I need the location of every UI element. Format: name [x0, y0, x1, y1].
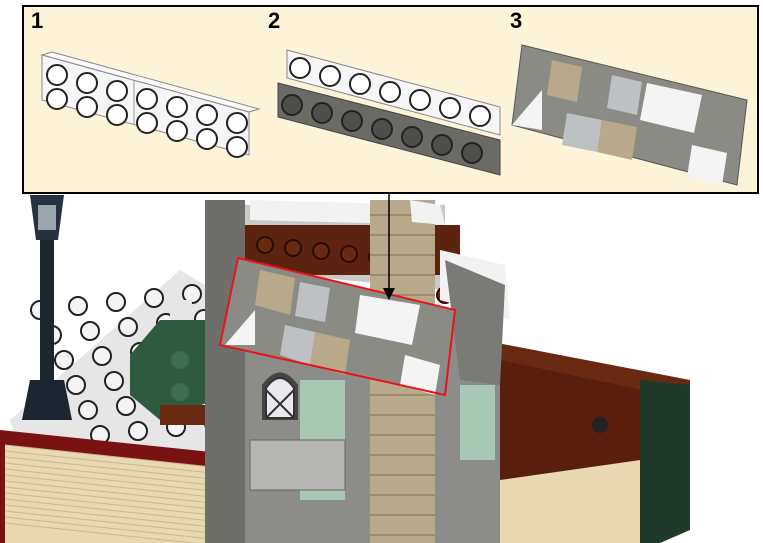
roof-right: [445, 260, 505, 385]
stud: [128, 421, 148, 441]
arched-window: [262, 372, 298, 420]
stud: [312, 242, 330, 260]
callout-sub-steps: [40, 44, 748, 186]
stud: [76, 96, 98, 118]
stud: [46, 88, 68, 110]
stud: [136, 112, 158, 134]
stud: [196, 128, 218, 150]
step2-plates: [277, 49, 501, 176]
stud: [469, 105, 491, 127]
stud: [319, 65, 341, 87]
stud: [281, 94, 303, 116]
lamp-post: [22, 195, 72, 420]
stud: [256, 236, 274, 254]
step-number-2: 2: [268, 8, 281, 33]
stud: [289, 57, 311, 79]
green-figure: [130, 300, 215, 425]
highlight-outline: [218, 256, 457, 397]
step-number-1: 1: [31, 8, 44, 33]
stud: [76, 72, 98, 94]
stud: [284, 239, 302, 257]
building-left-wall: [205, 200, 245, 543]
step3-roof-tiles: [511, 44, 748, 186]
stud: [311, 102, 333, 124]
stud: [166, 96, 188, 118]
stud: [54, 350, 74, 370]
stud: [371, 118, 393, 140]
stud: [92, 346, 112, 366]
stud: [431, 134, 453, 156]
stud: [226, 136, 248, 158]
stud: [106, 80, 128, 102]
stud: [166, 120, 188, 142]
stud: [136, 88, 158, 110]
step-number-3: 3: [510, 8, 523, 33]
stud: [116, 396, 136, 416]
stud: [78, 400, 98, 420]
green-edge: [640, 380, 690, 543]
stud: [66, 375, 86, 395]
stud: [118, 317, 138, 337]
stud-dark: [592, 417, 608, 433]
stud: [80, 321, 100, 341]
stud: [409, 89, 431, 111]
stud: [106, 292, 126, 312]
stud: [340, 245, 358, 263]
stud: [341, 110, 363, 132]
stud: [144, 288, 164, 308]
stud: [106, 104, 128, 126]
tan-siding-right: [500, 460, 640, 543]
stud: [68, 296, 88, 316]
stud: [349, 73, 371, 95]
stud: [104, 371, 124, 391]
stud: [196, 104, 218, 126]
stud: [46, 64, 68, 86]
stud: [439, 97, 461, 119]
roof-tiles-highlighted: [218, 256, 457, 397]
stud: [461, 142, 483, 164]
step1-white-plates: [40, 51, 261, 158]
stud: [401, 126, 423, 148]
stud: [379, 81, 401, 103]
stud: [226, 112, 248, 134]
